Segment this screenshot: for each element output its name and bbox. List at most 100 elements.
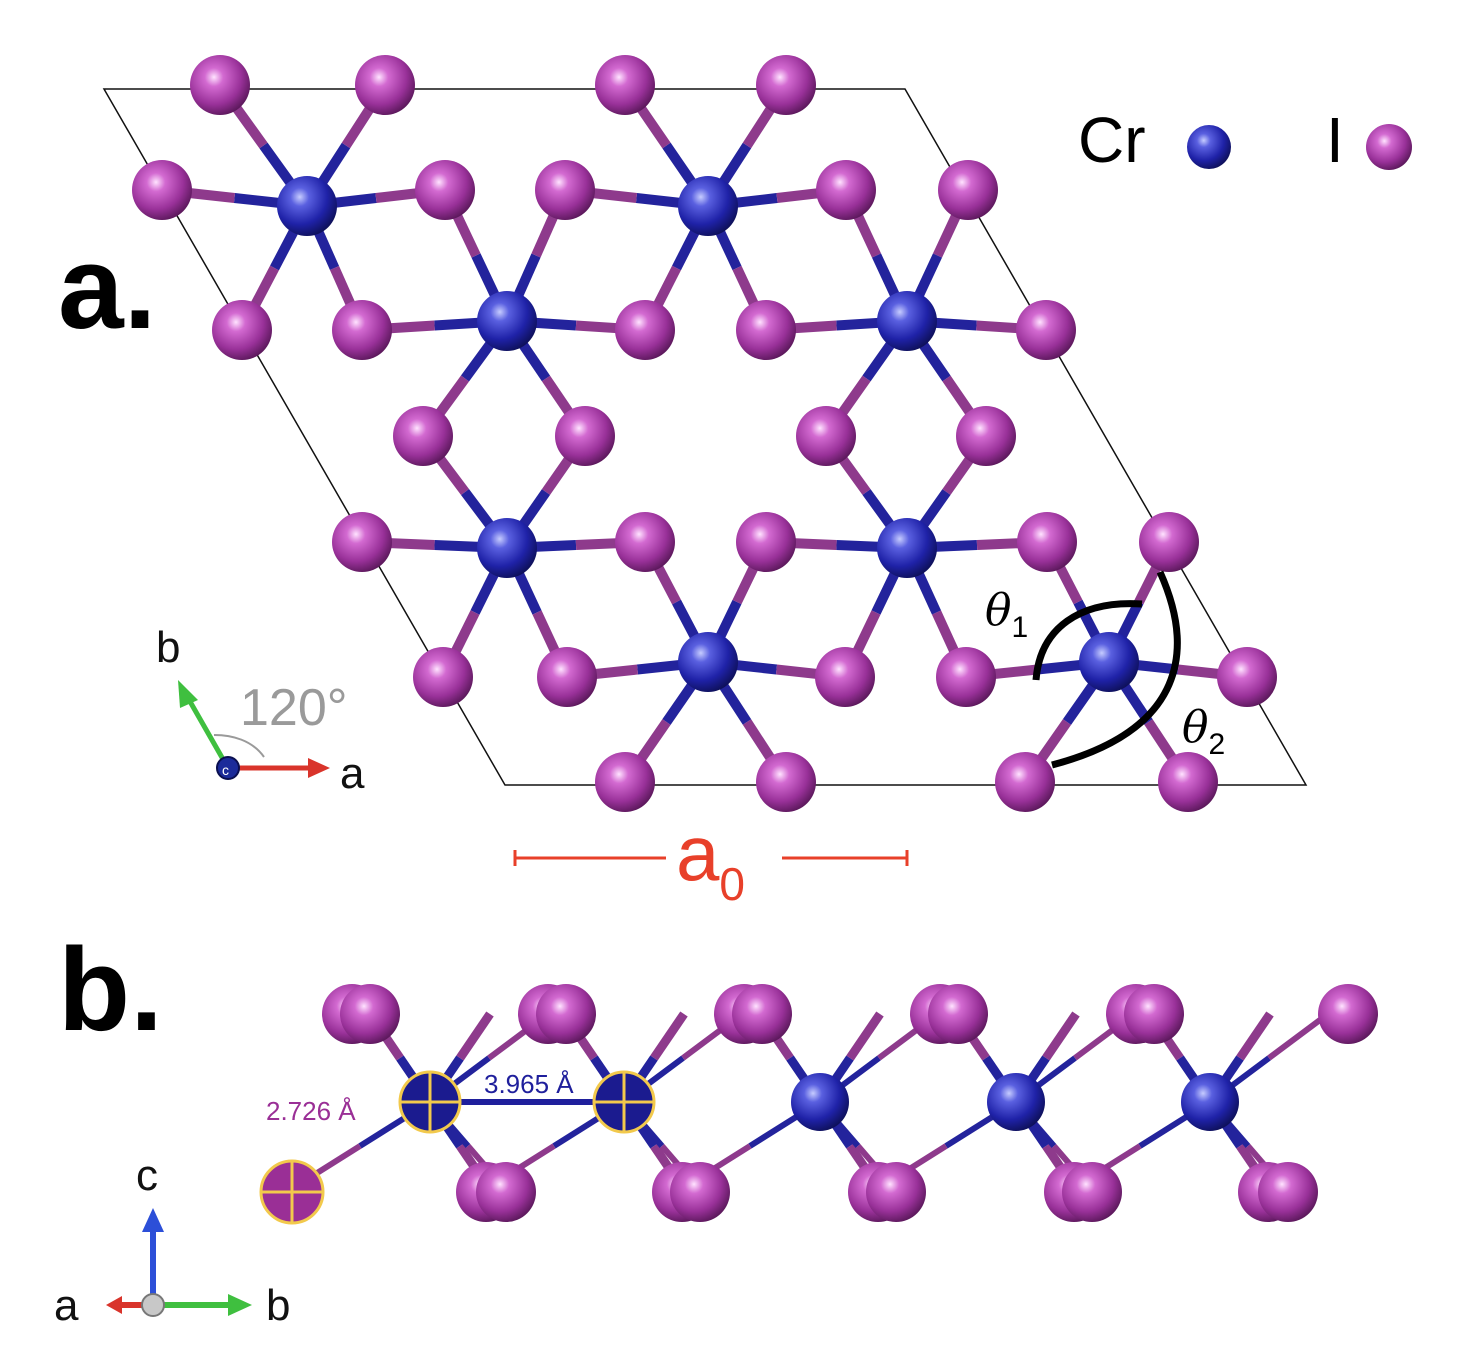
bond-segment <box>650 1011 688 1061</box>
iodine-atom <box>555 406 615 466</box>
angle-arc <box>213 734 265 758</box>
panel-b-label: b. <box>58 924 163 1056</box>
panel-a-top-view: θ1 θ2 Cr I a. c b a 120° a0 <box>58 55 1412 910</box>
b-axis-label: b <box>156 623 180 672</box>
iodine-atom <box>355 55 415 115</box>
theta1-arc <box>1032 600 1143 681</box>
iodine-atom <box>415 160 475 220</box>
cr-i-distance-label: 2.726 Å <box>266 1096 356 1126</box>
iodine-atom <box>1158 752 1218 812</box>
iodine-atom <box>595 752 655 812</box>
chromium-atom <box>1181 1073 1239 1131</box>
iodine-atom <box>595 55 655 115</box>
iodine-atom <box>1017 512 1077 572</box>
iodine-atom <box>1258 1162 1318 1222</box>
iodine-atom <box>615 512 675 572</box>
iodine-atom <box>1139 512 1199 572</box>
theta2-label: θ2 <box>1182 702 1225 761</box>
c-axis-arrowhead <box>142 1208 164 1232</box>
iodine-atom <box>340 984 400 1044</box>
iodine-atom <box>190 55 250 115</box>
iodine-atom <box>132 160 192 220</box>
iodine-atom <box>537 647 597 707</box>
lattice-parameter-scale: a0 <box>513 809 909 910</box>
iodine-atom <box>1062 1162 1122 1222</box>
a-axis-label: a <box>340 749 365 798</box>
bond-segment <box>1267 1011 1330 1061</box>
iodine-atom <box>536 984 596 1044</box>
iodine-atom <box>535 160 595 220</box>
iodine-atom <box>1217 647 1277 707</box>
panel-b-atoms <box>322 984 1378 1222</box>
legend-cr-label: Cr <box>1078 104 1146 176</box>
c-axis-label: c <box>136 1151 158 1200</box>
panel-a-atoms <box>132 55 1277 812</box>
cr-cr-distance-label: 3.965 Å <box>484 1069 574 1099</box>
iodine-atom <box>332 300 392 360</box>
iodine-atom <box>212 300 272 360</box>
chromium-atom <box>277 176 337 236</box>
iodine-atom <box>476 1162 536 1222</box>
chromium-atom <box>477 291 537 351</box>
a-axis-arrowhead <box>308 758 330 778</box>
theta1-label: θ1 <box>985 585 1028 644</box>
iodine-atom <box>670 1162 730 1222</box>
origin-sphere <box>141 1293 165 1317</box>
bond-segment <box>456 1011 494 1061</box>
selected-cr-atom-2 <box>592 1070 656 1134</box>
chromium-atom <box>877 518 937 578</box>
panel-b-side-view: 3.965 Å 2.726 Å b. c <box>54 924 1378 1330</box>
chromium-atom <box>1079 632 1139 692</box>
iodine-atom <box>615 300 675 360</box>
a0-label: a0 <box>676 809 745 910</box>
iodine-atom <box>332 512 392 572</box>
legend-cr-sphere <box>1187 125 1231 169</box>
angle-label: 120° <box>240 679 348 737</box>
iodine-atom <box>1124 984 1184 1044</box>
iodine-atom <box>756 752 816 812</box>
iodine-atom <box>956 406 1016 466</box>
iodine-atom <box>796 406 856 466</box>
legend-i-sphere <box>1366 124 1412 170</box>
iodine-atom <box>732 984 792 1044</box>
b-axis-arrowhead <box>228 1294 252 1316</box>
panel-a-label: a. <box>58 222 156 354</box>
selected-i-atom <box>259 1159 325 1225</box>
a-axis-arrowhead <box>106 1296 122 1314</box>
chromium-atom <box>678 632 738 692</box>
iodine-atom <box>995 752 1055 812</box>
iodine-atom <box>816 160 876 220</box>
iodine-atom <box>938 160 998 220</box>
chromium-atom <box>987 1073 1045 1131</box>
panel-a-axes: c b a 120° <box>156 623 365 798</box>
chromium-atom <box>678 176 738 236</box>
selected-cr-atom-1 <box>398 1070 462 1134</box>
a-axis-label: a <box>54 1281 79 1330</box>
iodine-atom <box>393 406 453 466</box>
c-axis-dot <box>216 756 240 780</box>
iodine-atom <box>928 984 988 1044</box>
theta2-arc <box>1051 570 1181 769</box>
chromium-atom <box>791 1073 849 1131</box>
iodine-atom <box>736 512 796 572</box>
iodine-atom <box>1016 300 1076 360</box>
panel-b-axes: c a b <box>54 1151 290 1330</box>
iodine-atom <box>815 647 875 707</box>
iodine-atom <box>736 300 796 360</box>
bond-segment <box>1042 1011 1080 1061</box>
bond-segment <box>1236 1011 1274 1061</box>
b-axis-arrowhead <box>178 680 198 708</box>
iodine-atom <box>413 647 473 707</box>
iodine-atom <box>756 55 816 115</box>
legend-i-label: I <box>1326 104 1344 176</box>
b-axis-arrow <box>185 696 231 770</box>
b-axis-label: b <box>266 1281 290 1330</box>
chromium-atom <box>477 518 537 578</box>
bond-segment <box>846 1011 884 1061</box>
iodine-atom <box>1318 984 1378 1044</box>
iodine-atom <box>936 647 996 707</box>
chromium-atom <box>877 291 937 351</box>
iodine-atom <box>866 1162 926 1222</box>
c-axis-label: c <box>222 762 229 778</box>
